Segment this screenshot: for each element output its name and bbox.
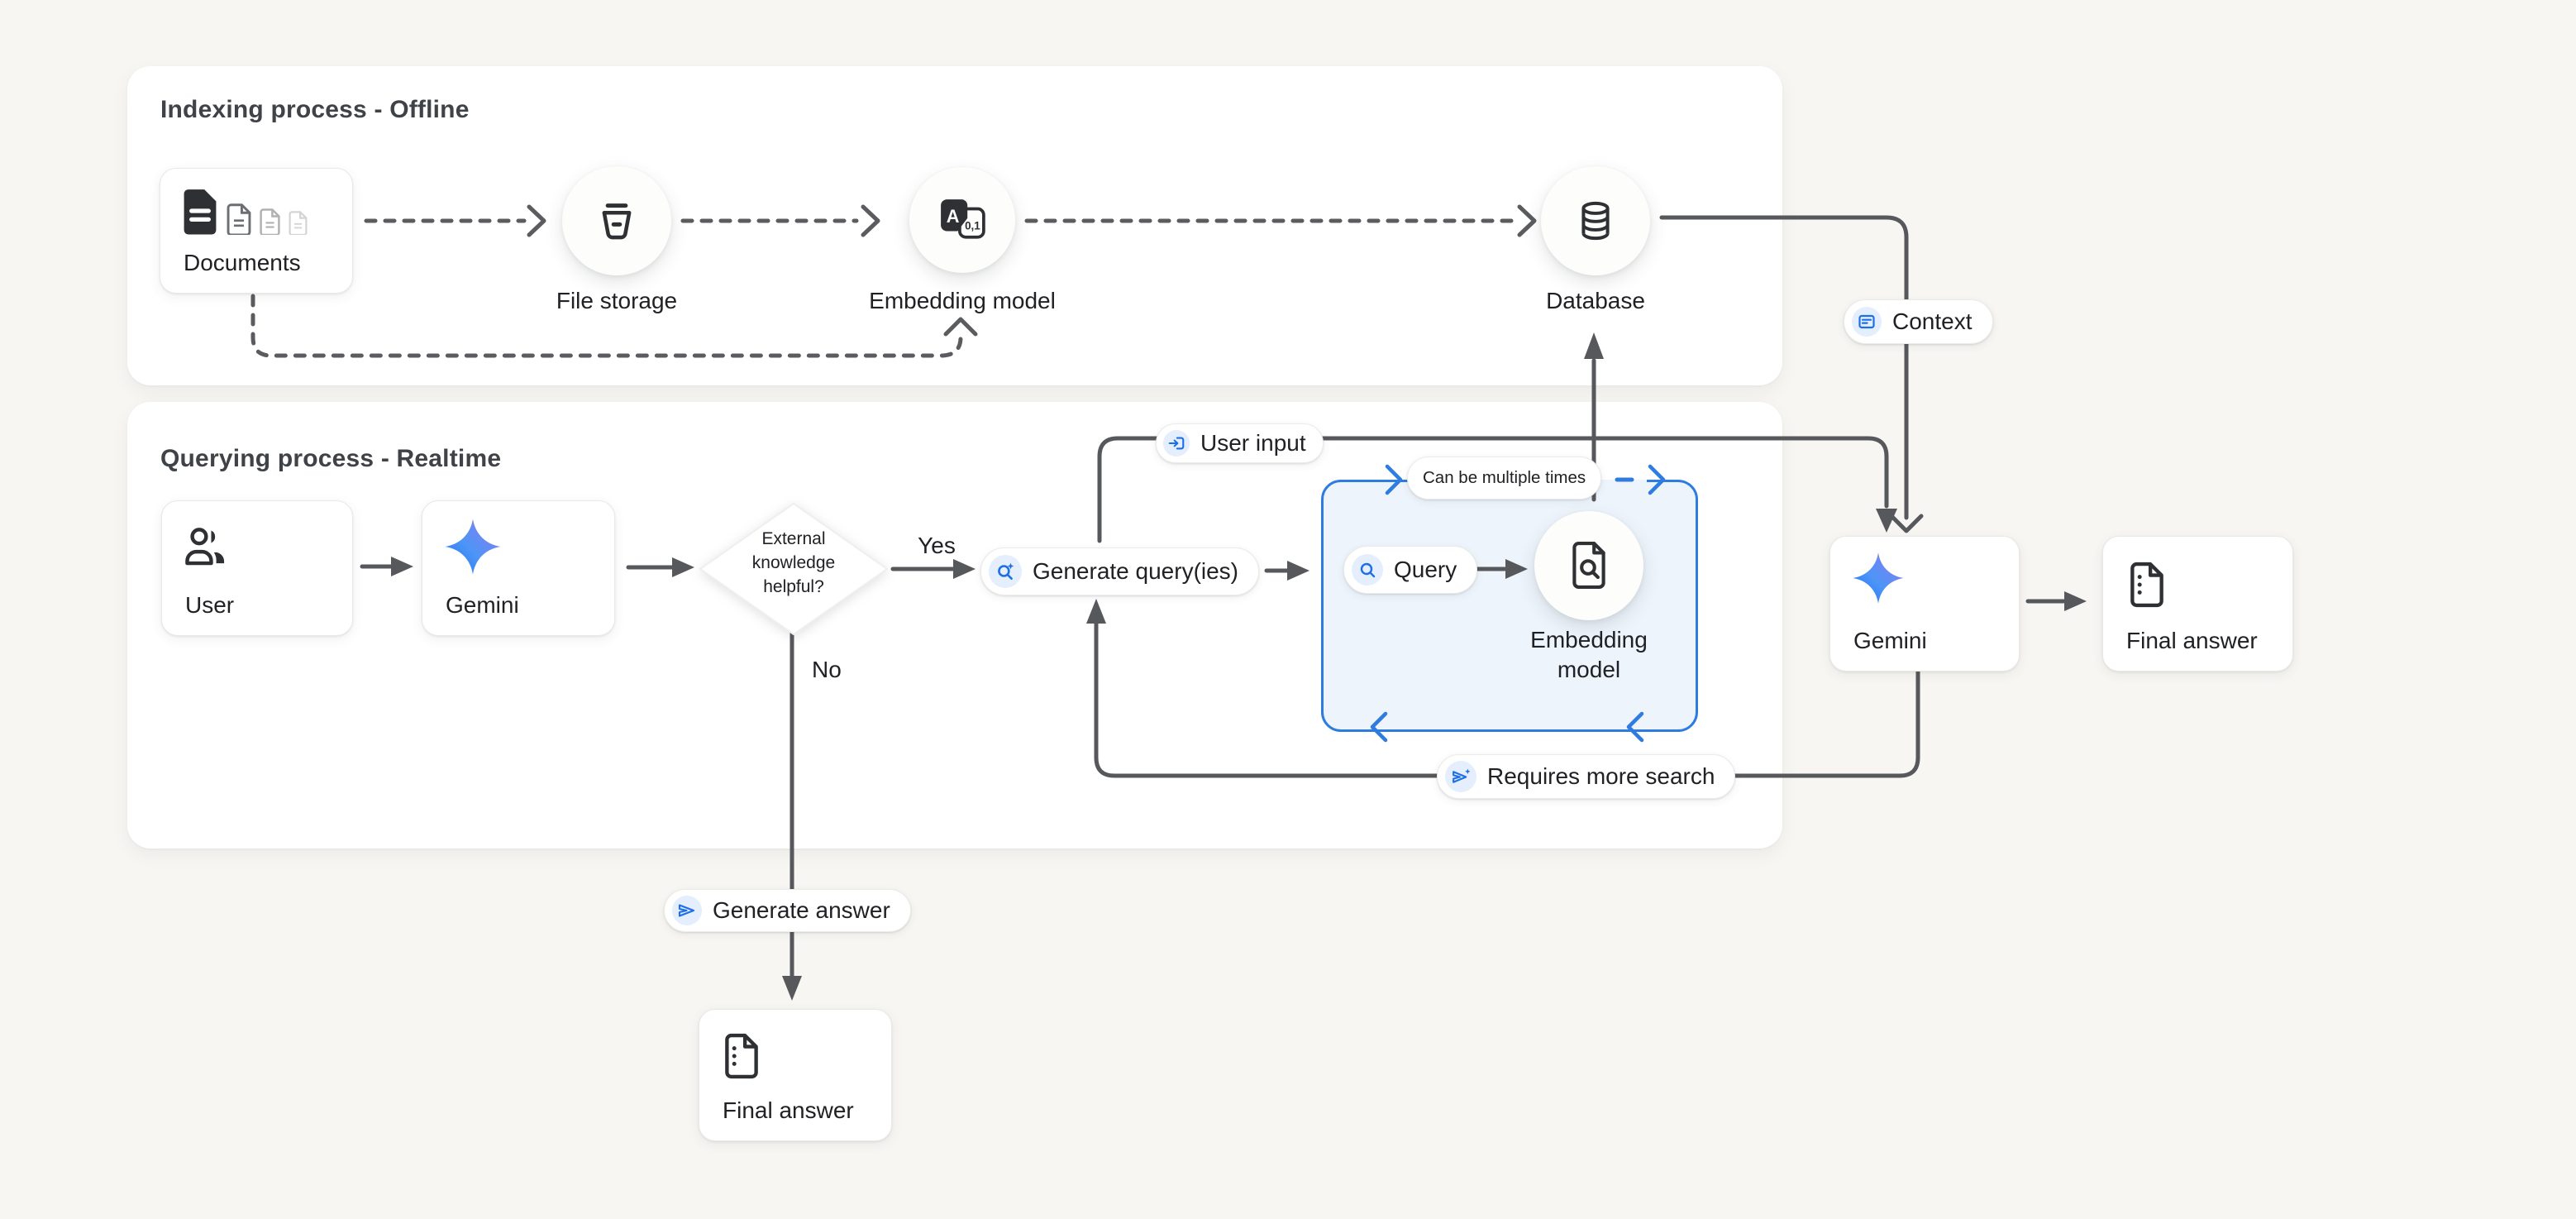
chevron-down-icon	[1889, 514, 1924, 533]
gemini-star-icon	[1853, 552, 1904, 604]
chevron-left-icon	[1370, 711, 1388, 743]
storage-bucket-icon	[602, 203, 632, 240]
embedding-model-offline-node: 0,1 A	[909, 167, 1015, 273]
loop-caption-pill: Can be multiple times	[1407, 457, 1602, 500]
yes-edge-label: Yes	[918, 533, 956, 558]
loop-direction-arrows	[1370, 464, 1666, 743]
gemini-answer-label: Gemini	[1853, 628, 1927, 653]
final-answer-bottom-label: Final answer	[723, 1097, 854, 1123]
database-node	[1541, 166, 1650, 275]
generate-answer-pill: Generate answer	[664, 889, 911, 932]
final-answer-bottom-node: Final answer	[699, 1009, 892, 1141]
context-pill: Context	[1844, 299, 1993, 344]
send-icon	[672, 896, 702, 925]
solid-connectors	[360, 215, 2066, 980]
user-label: User	[185, 592, 235, 618]
document-list-icon	[2130, 562, 2163, 608]
chevron-left-icon	[1626, 711, 1644, 743]
arrow-right-icon	[672, 557, 694, 577]
database-label: Database	[1546, 288, 1645, 313]
embedding-model-offline-label: Embedding model	[869, 288, 1056, 313]
search-spark-icon	[989, 555, 1022, 588]
solid-arrowheads	[391, 332, 2087, 1001]
chevron-right-icon	[1648, 464, 1666, 495]
query-label: Query	[1394, 557, 1457, 582]
gemini-planner-label: Gemini	[446, 592, 519, 618]
chevron-right-icon	[861, 204, 880, 237]
user-input-pill: User input	[1156, 423, 1324, 463]
article-icon	[1852, 307, 1882, 337]
arrow-right-icon	[391, 557, 413, 576]
edge-database-to-gemini-context	[1659, 215, 1909, 520]
user-node: User	[161, 500, 353, 636]
querying-section-title: Querying process - Realtime	[160, 445, 502, 472]
documents-label: Documents	[184, 250, 301, 275]
file-storage-label: File storage	[556, 288, 678, 313]
requires-more-search-label: Requires more search	[1487, 763, 1715, 789]
final-answer-right-node: Final answer	[2102, 536, 2293, 672]
chevron-right-icon	[1385, 464, 1403, 495]
context-label: Context	[1892, 308, 1973, 334]
generate-answer-label: Generate answer	[713, 897, 890, 923]
arrow-up-icon	[1086, 599, 1106, 624]
documents-node: Documents	[160, 168, 353, 294]
requires-more-search-pill: Requires more search	[1437, 754, 1736, 799]
send-spark-icon	[1445, 761, 1476, 792]
generate-queries-label: Generate query(ies)	[1033, 558, 1239, 584]
edge-documents-to-embedding-feedback	[250, 294, 963, 358]
svg-text:A: A	[947, 206, 960, 227]
chevron-up-icon	[943, 317, 978, 337]
gemini-star-icon	[445, 519, 501, 575]
database-cylinder-icon	[1581, 201, 1610, 241]
final-answer-right-label: Final answer	[2126, 628, 2258, 653]
file-search-icon	[1572, 542, 1605, 589]
border-gap-mask	[1572, 473, 1647, 486]
gemini-answer-node: Gemini	[1829, 536, 2020, 672]
people-icon	[185, 528, 225, 566]
svg-text:0,1: 0,1	[965, 219, 980, 232]
translate-binary-icon: 0,1 A	[941, 199, 985, 239]
chevron-right-icon	[1517, 204, 1537, 237]
edge-user-input	[1097, 436, 1889, 543]
arrow-right-icon	[2064, 591, 2087, 611]
multi-pass-loop-box	[1321, 480, 1698, 732]
indexing-section-title: Indexing process - Offline	[160, 96, 470, 123]
dashed-connectors	[250, 218, 1515, 358]
file-storage-node	[562, 166, 671, 275]
decision-diamond: External knowledge helpful?	[694, 500, 893, 638]
login-icon	[1163, 430, 1190, 457]
dashed-arrowheads	[527, 204, 1537, 337]
documents-stack-icon	[182, 187, 308, 235]
document-list-icon	[725, 1033, 758, 1079]
arrow-up-icon	[1584, 332, 1604, 359]
arrow-right-icon	[953, 559, 976, 579]
chevron-right-icon	[527, 204, 546, 237]
user-input-label: User input	[1200, 430, 1306, 456]
gemini-planner-node: Gemini	[422, 500, 615, 636]
decision-question: External knowledge helpful?	[751, 529, 836, 596]
generate-queries-pill: Generate query(ies)	[980, 547, 1260, 595]
context-arrowhead	[1889, 514, 1924, 533]
embedding-model-online-label: Embedding model	[1530, 627, 1648, 682]
search-icon	[1352, 554, 1383, 586]
no-edge-label: No	[812, 657, 842, 682]
arrow-down-icon	[782, 976, 802, 1001]
embedding-model-online-node	[1534, 511, 1643, 620]
query-pill: Query	[1343, 546, 1478, 594]
arrow-right-icon	[1287, 561, 1309, 581]
arrow-right-icon	[1505, 559, 1528, 579]
